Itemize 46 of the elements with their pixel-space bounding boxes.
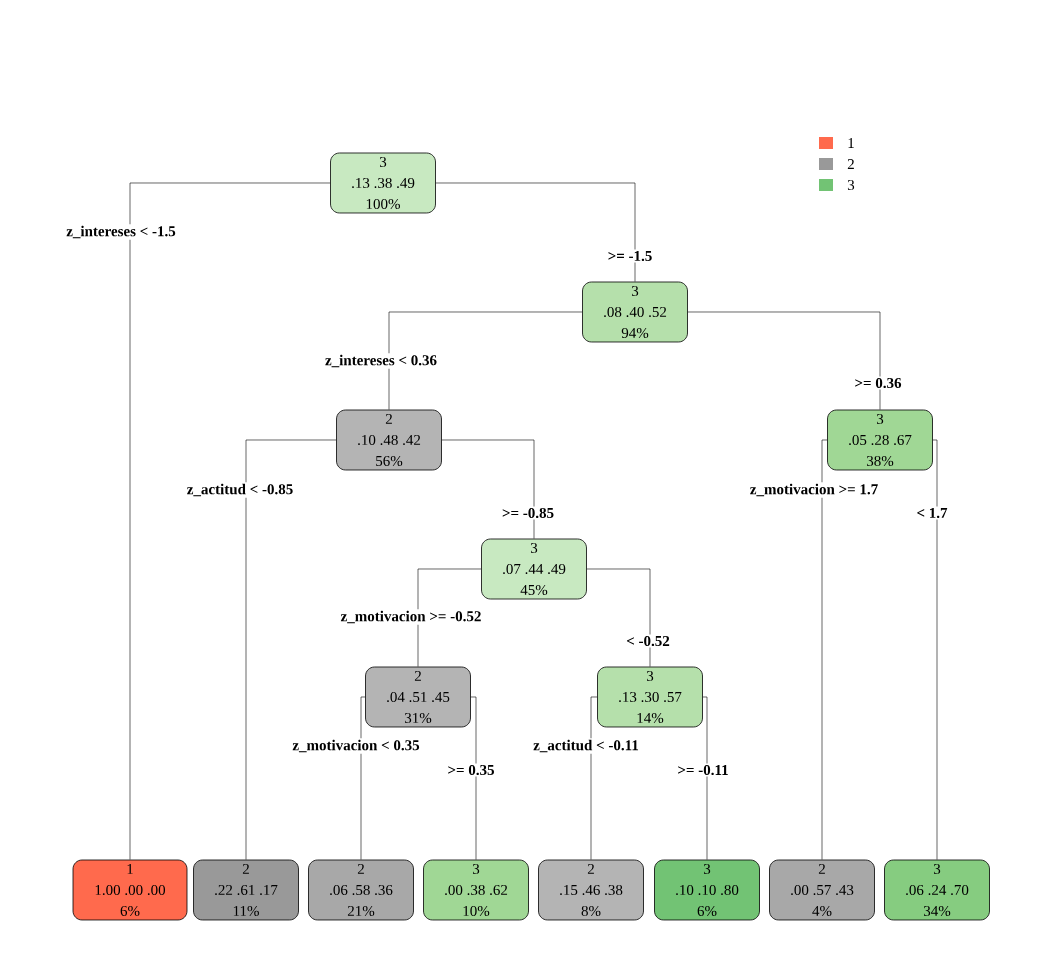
split-label: z_motivacion >= 1.7 (748, 482, 880, 498)
branch-line (129, 182, 331, 860)
branch-line (245, 439, 337, 860)
split-label: z_intereses < -1.5 (64, 224, 178, 240)
split-node: 2 .04 .51 .45 31% (365, 666, 471, 728)
split-label: >= 0.36 (852, 376, 904, 390)
legend-label: 2 (847, 159, 854, 169)
leaf-node: 2 .00 .57 .43 4% (769, 859, 875, 921)
branch-line (687, 311, 881, 410)
legend-label: 3 (847, 179, 855, 191)
leaf-node: 2 .15 .46 .38 8% (538, 859, 644, 921)
split-label: < 1.7 (915, 506, 950, 520)
leaf-node: 3 .00 .38 .62 10% (423, 859, 529, 921)
branch-line (360, 696, 366, 860)
split-node: 3 .05 .28 .67 38% (827, 409, 933, 471)
branch-line (586, 568, 651, 667)
leaf-node: 2 .06 .58 .36 21% (308, 859, 414, 921)
leaf-node: 2 .22 .61 .17 11% (193, 859, 299, 921)
branch-line (435, 182, 636, 282)
legend-label: 1 (848, 138, 854, 148)
split-label: z_actitud < -0.85 (185, 482, 295, 498)
split-label: z_actitud < -0.11 (531, 738, 641, 754)
branch-line (388, 311, 583, 410)
split-node: 3 .08 .40 .52 94% (582, 281, 688, 343)
leaf-node: 3 .10 .10 .80 6% (654, 859, 760, 921)
branch-line (470, 696, 477, 860)
leaf-node: 3 .06 .24 .70 34% (884, 859, 990, 921)
split-label: z_intereses < 0.36 (323, 353, 439, 369)
branch-line (821, 439, 828, 860)
branch-line (441, 439, 535, 539)
branch-line (932, 439, 938, 860)
split-node: 3 .13 .38 .49 100% (330, 152, 436, 214)
branch-line (702, 696, 708, 860)
split-label: >= -0.11 (675, 763, 731, 777)
split-label: < -0.52 (624, 634, 672, 648)
split-node: 2 .10 .48 .42 56% (336, 409, 442, 471)
branch-line (590, 696, 598, 860)
split-node: 3 .13 .30 .57 14% (597, 666, 703, 728)
split-label: >= 0.35 (445, 763, 497, 777)
split-label: z_motivacion >= -0.52 (339, 609, 483, 625)
split-label: >= -0.85 (500, 506, 556, 520)
leaf-node: 1 1.00 .00 .00 6% (72, 859, 188, 921)
split-label: >= -1.5 (606, 249, 654, 263)
split-node: 3 .07 .44 .49 45% (481, 538, 587, 600)
branch-line (417, 568, 482, 667)
split-label: z_motivacion < 0.35 (290, 738, 422, 754)
